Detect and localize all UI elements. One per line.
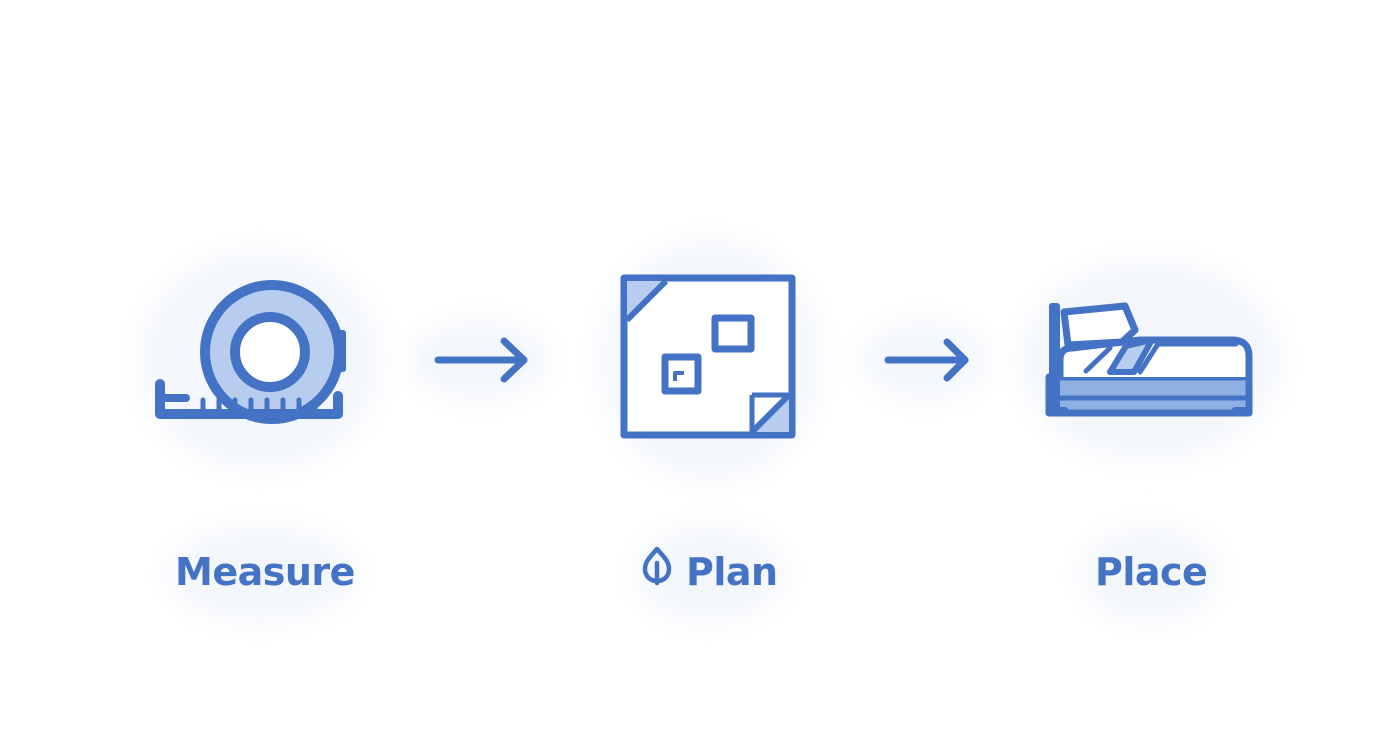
leaf-icon xyxy=(640,546,674,599)
step-label-text: Place xyxy=(1095,550,1208,594)
step-label-measure: Measure xyxy=(175,546,355,598)
floor-plan-icon xyxy=(620,274,796,439)
tape-measure-icon xyxy=(155,280,346,424)
step-label-plan: Plan xyxy=(640,546,778,598)
step-label-text: Measure xyxy=(175,550,355,594)
bed-icon xyxy=(1045,302,1253,417)
arrow-right-icon xyxy=(884,338,969,382)
arrow-right-icon xyxy=(434,337,528,383)
step-label-text: Plan xyxy=(686,550,778,594)
step-label-place: Place xyxy=(1095,546,1208,598)
